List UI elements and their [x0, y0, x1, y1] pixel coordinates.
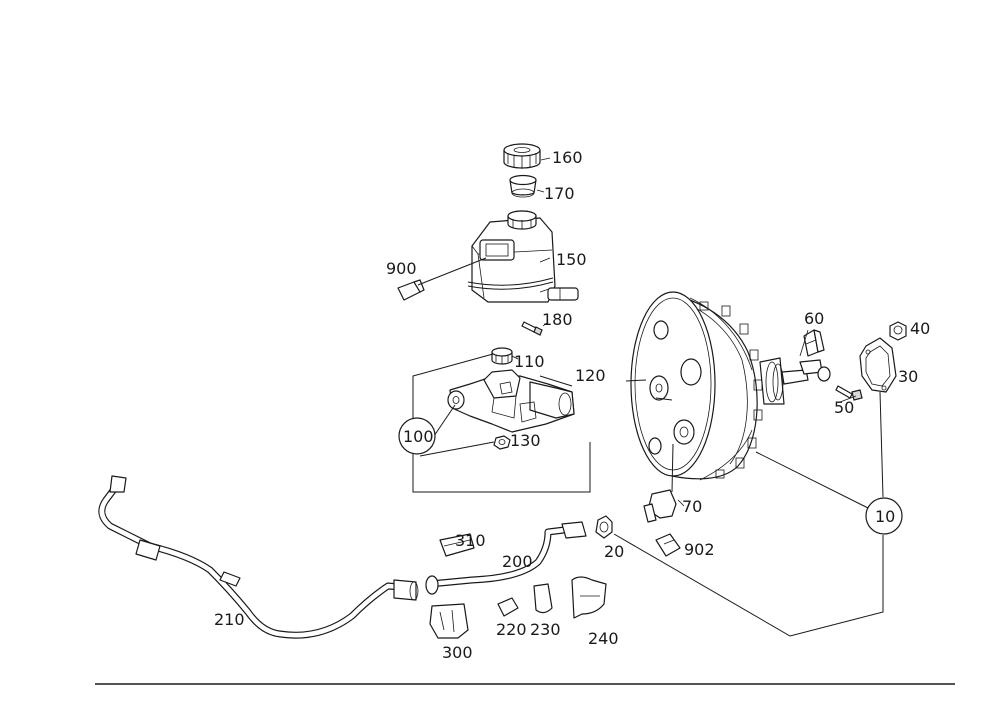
bolt-part[interactable] [835, 385, 863, 401]
part-label: 220 [496, 620, 527, 639]
clip-230-part[interactable] [533, 583, 553, 614]
pipe-holder-part[interactable] [429, 603, 469, 639]
vacuum-hose-part[interactable] [425, 521, 587, 595]
part-label: 100 [403, 427, 434, 446]
nut-part[interactable] [493, 435, 511, 450]
gasket-part[interactable] [859, 337, 897, 393]
part-label: 200 [502, 552, 533, 571]
vacuum-line-part[interactable] [98, 475, 419, 639]
reservoir-part[interactable] [467, 210, 579, 303]
assembly-circle-10[interactable] [865, 497, 903, 535]
hex-nut-part[interactable] [889, 321, 907, 341]
part-label: 120 [575, 366, 606, 385]
part-label: 30 [898, 367, 918, 386]
seal-ring-part[interactable] [509, 174, 537, 198]
part-label: 210 [214, 610, 245, 629]
part-label: 170 [544, 184, 575, 203]
level-sensor-part[interactable] [397, 257, 487, 301]
vacuum-sensor-part[interactable] [643, 443, 677, 523]
part-label: 180 [542, 310, 573, 329]
part-label: 300 [442, 643, 473, 662]
part-label: 160 [552, 148, 583, 167]
part-label: 110 [514, 352, 545, 371]
clip-part[interactable] [803, 329, 825, 357]
pin-part[interactable] [521, 321, 543, 336]
assembly-group-bracket [412, 353, 591, 493]
part-label: 900 [386, 259, 417, 278]
vacuum-fitting-part[interactable] [595, 515, 613, 539]
part-label: 310 [455, 531, 486, 550]
leader-lines [511, 157, 857, 507]
part-label: 240 [588, 629, 619, 648]
clamp-part[interactable] [655, 533, 681, 557]
part-label: 60 [804, 309, 824, 328]
hose-clip-part[interactable] [439, 533, 475, 557]
part-label: 150 [556, 250, 587, 269]
part-label: 902 [684, 540, 715, 559]
part-label: 50 [834, 398, 854, 417]
plug-part[interactable] [491, 347, 513, 365]
clamp-220-part[interactable] [497, 597, 519, 617]
part-label: 70 [682, 497, 702, 516]
part-label: 130 [510, 431, 541, 450]
reservoir-cap-part[interactable] [503, 143, 541, 169]
part-label: 10 [875, 507, 895, 526]
booster-group-lines [613, 391, 884, 637]
master-cylinder-part[interactable] [447, 369, 575, 433]
part-label: 40 [910, 319, 930, 338]
part-label: 230 [530, 620, 561, 639]
assembly-circle-100[interactable] [398, 417, 436, 455]
brake-booster-part[interactable] [625, 291, 831, 481]
part-label: 20 [604, 542, 624, 561]
spring-clip-part[interactable] [571, 576, 607, 619]
